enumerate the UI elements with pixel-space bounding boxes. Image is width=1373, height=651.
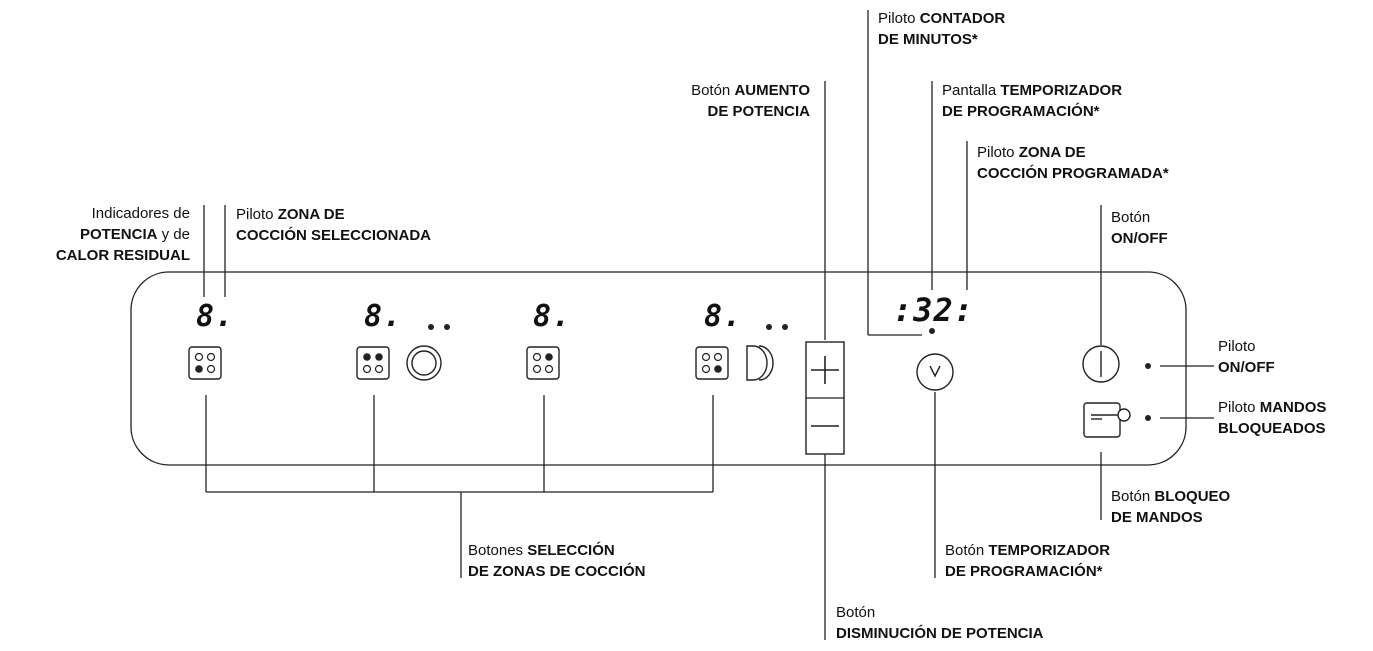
zone-pilot-dots-2 bbox=[428, 324, 450, 330]
label-piloto-onoff: Piloto ON/OFF bbox=[1218, 338, 1275, 376]
double-zone-icon[interactable] bbox=[406, 345, 442, 381]
label-piloto-contador: Piloto CONTADOR DE MINUTOS* bbox=[878, 10, 1006, 48]
lock-pilot-dot bbox=[1145, 415, 1151, 421]
zone-select-button-2[interactable] bbox=[356, 346, 390, 380]
label-indicadores: Indicadores de POTENCIA y de CALOR RESID… bbox=[55, 205, 190, 264]
oval-zone-icon[interactable] bbox=[746, 345, 774, 381]
panel-outline bbox=[130, 271, 1187, 466]
power-display-zone-2: 8. bbox=[364, 299, 403, 334]
onoff-pilot-dot bbox=[1145, 363, 1151, 369]
label-boton-aumento: Botón AUMENTO DE POTENCIA bbox=[691, 82, 810, 120]
label-boton-temp: Botón TEMPORIZADOR DE PROGRAMACIÓN* bbox=[945, 542, 1111, 580]
zone-select-button-4[interactable] bbox=[695, 346, 729, 380]
zone-pilot-dots-4 bbox=[766, 324, 788, 330]
plus-icon[interactable] bbox=[811, 356, 839, 384]
power-display-zone-3: 8. bbox=[533, 299, 572, 334]
zone-select-button-1[interactable] bbox=[188, 346, 222, 380]
timer-display: :32: bbox=[893, 291, 975, 329]
label-piloto-zona-prog: Piloto ZONA DE COCCIÓN PROGRAMADA* bbox=[977, 144, 1169, 182]
label-boton-disminucion: Botón DISMINUCIÓN DE POTENCIA bbox=[836, 604, 1044, 642]
power-display-zone-1: 8. bbox=[196, 299, 235, 334]
label-piloto-mandos: Piloto MANDOS BLOQUEADOS bbox=[1218, 399, 1327, 437]
power-icon[interactable] bbox=[1082, 345, 1120, 383]
power-display-zone-4: 8. bbox=[704, 299, 743, 334]
label-pantalla-temp: Pantalla TEMPORIZADOR DE PROGRAMACIÓN* bbox=[942, 82, 1123, 120]
label-boton-bloqueo: Botón BLOQUEO DE MANDOS bbox=[1111, 488, 1231, 526]
key-lock-icon[interactable] bbox=[1083, 402, 1131, 438]
label-piloto-zona-sel: Piloto ZONA DE COCCIÓN SELECCIONADA bbox=[236, 206, 432, 244]
minute-counter-pilot-dot bbox=[929, 328, 935, 334]
clock-icon[interactable] bbox=[916, 353, 954, 391]
label-botones-seleccion: Botones SELECCIÓN DE ZONAS DE COCCIÓN bbox=[468, 542, 646, 580]
label-boton-onoff: Botón ON/OFF bbox=[1111, 209, 1168, 247]
zone-select-button-3[interactable] bbox=[526, 346, 560, 380]
